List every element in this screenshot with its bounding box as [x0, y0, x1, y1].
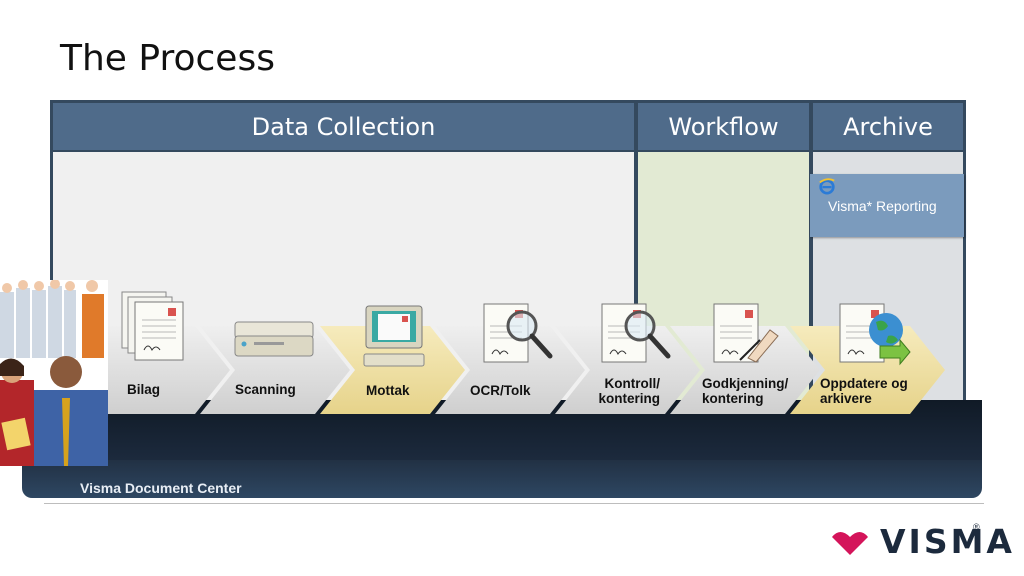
step-chevron-mottak: [320, 326, 465, 414]
document-stack-icon: [121, 291, 184, 361]
visma-logo-registered: ®: [973, 522, 980, 532]
signing-document-icon: [713, 303, 779, 363]
step-label-kontroll: Kontroll/ kontering: [598, 376, 660, 406]
people-photo: [0, 280, 108, 466]
globe-document-icon: [839, 303, 911, 366]
magnifier-document-icon: [483, 303, 553, 363]
magnifier-document-icon: [601, 303, 671, 363]
platform-label: Visma Document Center: [80, 480, 242, 496]
step-chevron-ocr: [435, 326, 585, 414]
scanner-icon: [234, 321, 314, 357]
visma-reporting-box[interactable]: Visma* Reporting: [810, 174, 964, 237]
footer-divider: [44, 503, 984, 504]
visma-logo-text: VISMA: [880, 522, 1015, 561]
slide-title: The Process: [60, 38, 275, 79]
archive-header: Archive: [813, 103, 963, 150]
step-label-bilag: Bilag: [127, 382, 161, 397]
internet-explorer-icon: [819, 178, 835, 195]
step-label-scanning: Scanning: [235, 382, 296, 397]
step-label-ocr: OCR/Tolk: [470, 383, 531, 398]
visma-reporting-label: Visma* Reporting: [828, 198, 937, 214]
step-label-oppdatere: Oppdatere og arkivere: [820, 376, 908, 406]
computer-monitor-icon: [363, 305, 425, 367]
step-label-mottak: Mottak: [366, 383, 410, 398]
workflow-header: Workflow: [638, 103, 809, 150]
data-collection-header: Data Collection: [53, 103, 634, 150]
step-label-godkjenning: Godkjenning/ kontering: [702, 376, 789, 406]
step-chevron-godkjenning: [670, 326, 820, 414]
visma-logo: [832, 532, 868, 555]
